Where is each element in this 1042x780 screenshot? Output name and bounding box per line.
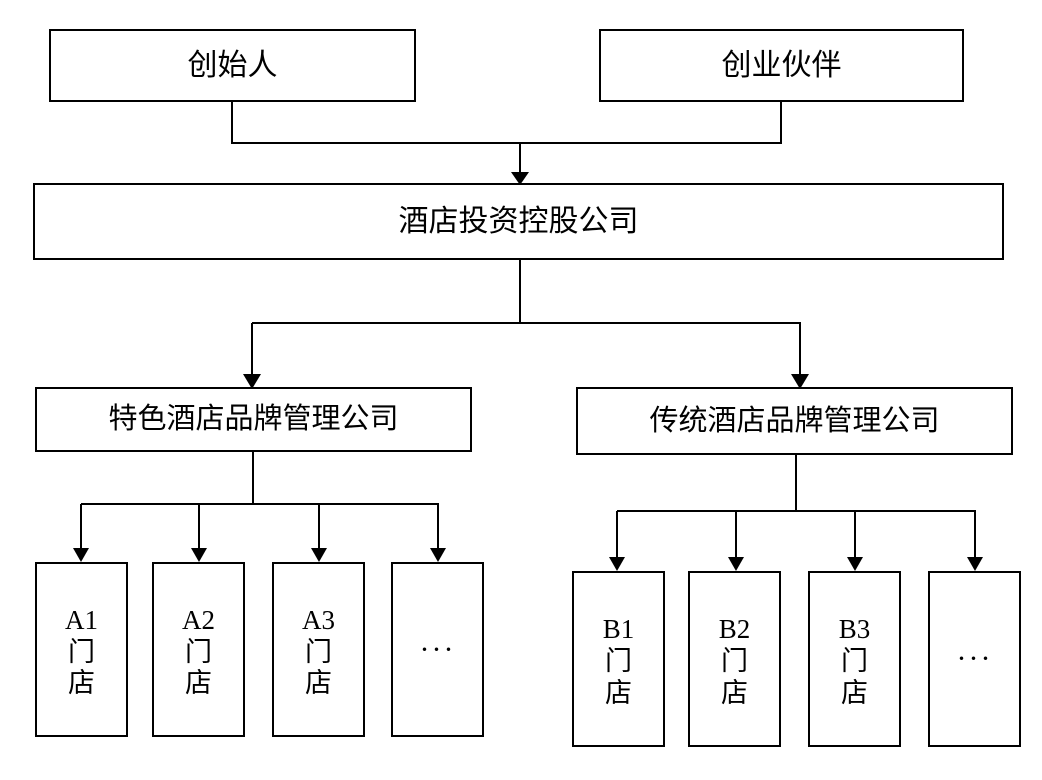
node-boutique-hotel-brand-management[interactable]: 特色酒店品牌管理公司: [35, 387, 472, 452]
node-traditional-hotel-brand-management[interactable]: 传统酒店品牌管理公司: [576, 387, 1013, 455]
node-hotel-investment-holding[interactable]: 酒店投资控股公司: [33, 183, 1004, 260]
node-founder-label: 创始人: [187, 48, 278, 82]
bus-level1: [231, 142, 782, 185]
node-store-b2-label: B2 门 店: [718, 614, 751, 708]
node-store-b1[interactable]: B1 门 店: [572, 571, 665, 747]
node-store-b1-label: B1 门 店: [602, 614, 635, 708]
node-store-a3-label: A3 门 店: [302, 604, 335, 699]
node-store-a-more[interactable]: ···: [391, 562, 484, 737]
node-store-a1-label: A1 门 店: [65, 604, 98, 699]
node-entrepreneurial-partner[interactable]: 创业伙伴: [599, 29, 964, 102]
node-store-a2-label: A2 门 店: [182, 604, 215, 699]
node-store-b3-label: B3 门 店: [838, 614, 871, 708]
node-store-a1[interactable]: A1 门 店: [35, 562, 128, 737]
node-store-a3[interactable]: A3 门 店: [272, 562, 365, 737]
node-store-b3[interactable]: B3 门 店: [808, 571, 901, 747]
bus-level3-a: [73, 452, 446, 562]
node-entrepreneurial-partner-label: 创业伙伴: [721, 48, 842, 82]
node-store-a-more-label: ···: [419, 632, 456, 666]
bus-level2: [243, 260, 809, 389]
bus-level3-b: [609, 455, 983, 571]
node-store-b2[interactable]: B2 门 店: [688, 571, 781, 747]
node-boutique-hotel-brand-management-label: 特色酒店品牌管理公司: [108, 403, 399, 436]
node-traditional-hotel-brand-management-label: 传统酒店品牌管理公司: [649, 404, 940, 437]
node-store-b-more-label: ···: [956, 642, 993, 676]
node-founder[interactable]: 创始人: [49, 29, 416, 102]
node-hotel-investment-holding-label: 酒店投资控股公司: [398, 204, 639, 238]
node-store-a2[interactable]: A2 门 店: [152, 562, 245, 737]
node-store-b-more[interactable]: ···: [928, 571, 1021, 747]
